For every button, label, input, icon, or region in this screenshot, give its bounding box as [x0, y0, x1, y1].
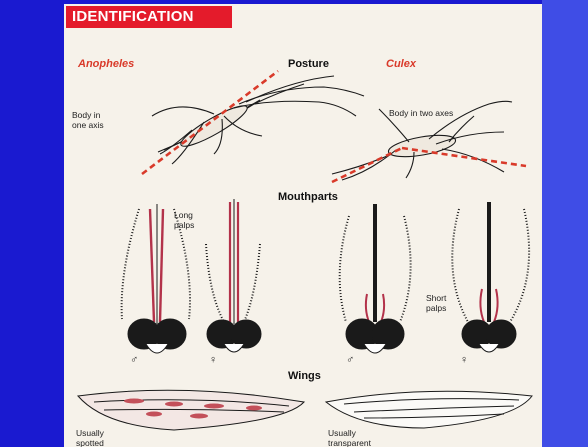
mouthparts-heading: Mouthparts: [278, 191, 338, 203]
female-symbol: ♀: [209, 354, 217, 366]
male-symbol: ♂: [130, 354, 138, 366]
usually-transparent-note: Usually transparent: [328, 428, 371, 447]
note-line: transparent: [328, 438, 371, 447]
note-line: Usually: [76, 428, 104, 438]
note-line: Body in: [72, 110, 104, 120]
body-two-axes-note: Body in two axes: [389, 108, 453, 118]
right-band: [542, 0, 588, 447]
note-line: one axis: [72, 120, 104, 130]
culex-male-mouthparts: [340, 204, 411, 353]
note-line: Usually: [328, 428, 371, 438]
usually-spotted-note: Usually spotted: [76, 428, 104, 447]
male-symbol: ♂: [346, 354, 354, 366]
wings-heading: Wings: [288, 370, 321, 382]
identification-figure: IDENTIFICATION Anopheles Culex Posture M…: [64, 4, 542, 447]
note-line: Short: [426, 293, 446, 303]
note-line: Long: [174, 210, 194, 220]
note-line: spotted: [76, 438, 104, 447]
anopheles-wing-illustration: [78, 390, 304, 430]
female-symbol: ♀: [460, 354, 468, 366]
culex-female-mouthparts: [452, 202, 529, 352]
culex-wing-illustration: [326, 391, 532, 428]
anopheles-label: Anopheles: [78, 58, 134, 70]
culex-label: Culex: [386, 58, 416, 70]
note-line: palps: [426, 303, 446, 313]
anopheles-posture-illustration: [142, 71, 364, 174]
posture-heading: Posture: [288, 58, 329, 70]
long-palps-note: Long palps: [174, 210, 194, 230]
anopheles-female-mouthparts: [206, 199, 261, 352]
body-one-axis-note: Body in one axis: [72, 110, 104, 130]
short-palps-note: Short palps: [426, 293, 446, 313]
identification-badge: IDENTIFICATION: [66, 6, 232, 28]
note-line: palps: [174, 220, 194, 230]
